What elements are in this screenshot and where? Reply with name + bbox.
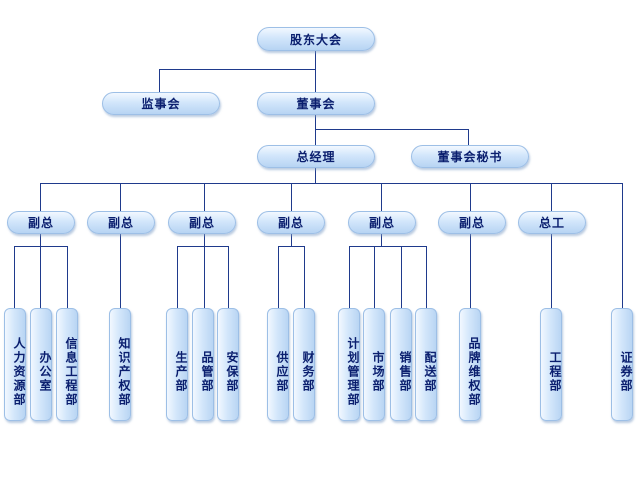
- node-label: 财务部: [301, 350, 315, 393]
- node-deputy-2: 副总: [87, 211, 155, 234]
- node-deputy-3: 副总: [168, 211, 236, 234]
- node-board-of-directors: 董事会: [257, 92, 375, 115]
- node-label: 生产部: [174, 350, 188, 393]
- node-label: 供应部: [275, 350, 289, 393]
- node-deputy-1: 副总: [7, 211, 75, 234]
- node-label: 办公室: [38, 350, 52, 393]
- node-deputy-6: 副总: [438, 211, 506, 234]
- node-label: 人力资源部: [12, 336, 26, 407]
- node-label: 副总: [458, 216, 485, 230]
- node-dept-distribution: 配送部: [415, 308, 437, 421]
- node-dept-production: 生产部: [166, 308, 188, 421]
- node-label: 市场部: [371, 350, 385, 393]
- node-dept-it: 信息工程部: [56, 308, 78, 421]
- node-label: 副总: [188, 216, 215, 230]
- node-dept-ip: 知识产权部: [109, 308, 131, 421]
- node-label: 销售部: [398, 350, 412, 393]
- node-dept-sales: 销售部: [390, 308, 412, 421]
- node-dept-planning: 计划管理部: [338, 308, 360, 421]
- node-label: 计划管理部: [346, 336, 360, 407]
- node-dept-safety: 安保部: [217, 308, 239, 421]
- node-label: 总工: [538, 216, 565, 230]
- node-dept-quality: 品管部: [192, 308, 214, 421]
- node-board-secretary: 董事会秘书: [411, 145, 529, 168]
- node-label: 监事会: [141, 97, 181, 111]
- node-label: 董事会秘书: [437, 150, 503, 164]
- node-label: 董事会: [296, 97, 336, 111]
- node-label: 知识产权部: [117, 336, 131, 407]
- node-deputy-4: 副总: [257, 211, 325, 234]
- node-label: 配送部: [423, 350, 437, 393]
- node-label: 品管部: [200, 350, 214, 393]
- node-label: 品牌维权部: [467, 336, 481, 407]
- node-label: 副总: [277, 216, 304, 230]
- node-shareholders-meeting: 股东大会: [257, 27, 375, 51]
- node-label: 副总: [107, 216, 134, 230]
- node-dept-finance: 财务部: [293, 308, 315, 421]
- node-general-manager: 总经理: [257, 145, 375, 168]
- node-label: 安保部: [225, 350, 239, 393]
- node-supervisory-board: 监事会: [102, 92, 220, 115]
- node-dept-engineering: 工程部: [540, 308, 562, 421]
- node-deputy-5: 副总: [348, 211, 416, 234]
- node-label: 副总: [27, 216, 54, 230]
- node-chief-engineer: 总工: [518, 211, 586, 234]
- node-dept-brand: 品牌维权部: [459, 308, 481, 421]
- node-dept-supply: 供应部: [267, 308, 289, 421]
- node-label: 证券部: [619, 350, 633, 393]
- node-label: 工程部: [548, 350, 562, 393]
- node-label: 信息工程部: [64, 336, 78, 407]
- node-label: 副总: [368, 216, 395, 230]
- node-label: 股东大会: [289, 32, 342, 47]
- node-dept-securities: 证券部: [611, 308, 633, 421]
- node-label: 总经理: [296, 150, 336, 164]
- node-dept-market: 市场部: [363, 308, 385, 421]
- node-dept-hr: 人力资源部: [4, 308, 26, 421]
- node-dept-office: 办公室: [30, 308, 52, 421]
